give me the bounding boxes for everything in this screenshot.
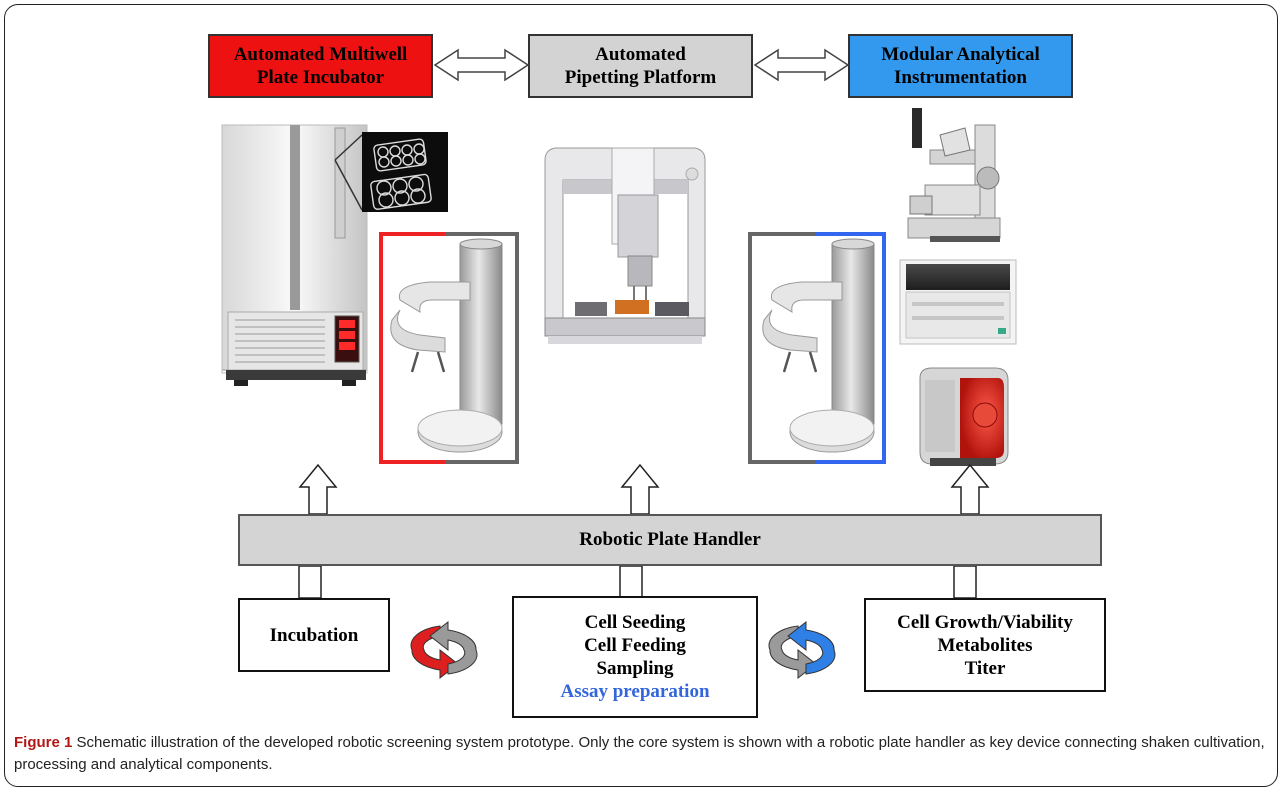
processing-line2: Cell Feeding — [584, 635, 686, 656]
incubator-box: Automated Multiwell Plate Incubator — [208, 34, 433, 98]
analytics-line2: Metabolites — [937, 634, 1033, 656]
incubation-label: Incubation — [269, 624, 359, 646]
pipetting-box: Automated Pipetting Platform — [528, 34, 753, 98]
plate-reader-icon — [899, 259, 1017, 345]
connector-incubation — [298, 565, 322, 599]
connector-processing — [619, 565, 643, 599]
up-arrow-pipetting — [620, 463, 660, 515]
pipetting-box-line1: Automated — [595, 44, 686, 65]
pipetting-box-line2: Pipetting Platform — [564, 67, 717, 88]
double-arrow-left — [433, 48, 530, 82]
microscope-icon — [907, 108, 1001, 242]
processing-line3: Sampling — [596, 658, 674, 679]
incubation-box: Incubation — [238, 598, 390, 672]
analyzer-icon — [919, 367, 1009, 466]
figure-caption: Figure 1 Schematic illustration of the d… — [14, 732, 1272, 776]
analytical-box-line2: Instrumentation — [893, 67, 1027, 88]
processing-line1: Cell Seeding — [584, 612, 686, 633]
double-arrow-right — [753, 48, 850, 82]
analytics-box: Cell Growth/Viability Metabolites Titer — [864, 598, 1106, 692]
analytical-box-line1: Modular Analytical — [881, 44, 1040, 65]
right-arm-frame — [748, 232, 886, 464]
left-arm-frame — [379, 232, 519, 464]
processing-box: Cell Seeding Cell Feeding Sampling Assay… — [512, 596, 758, 718]
robot-arm-icon — [762, 238, 875, 453]
connector-analytics — [953, 565, 977, 599]
incubator-box-line1: Automated Multiwell — [233, 44, 408, 65]
analytical-box: Modular Analytical Instrumentation — [848, 34, 1073, 98]
analytics-line3: Titer — [964, 657, 1006, 679]
cycle-arrows-right — [768, 620, 836, 680]
pipetting-robot-icon — [544, 147, 706, 344]
handler-label: Robotic Plate Handler — [579, 529, 761, 550]
multiwell-plate-icon — [362, 132, 448, 212]
robot-arm-icon — [390, 238, 503, 453]
processing-highlight: Assay preparation — [560, 681, 710, 702]
up-arrow-analytics — [950, 463, 990, 515]
up-arrow-incubator — [298, 463, 338, 515]
analytics-line1: Cell Growth/Viability — [897, 611, 1073, 633]
caption-label: Figure 1 — [14, 734, 73, 751]
caption-text: Schematic illustration of the developed … — [14, 734, 1265, 773]
figure-frame — [4, 4, 1278, 787]
robotic-plate-handler: Robotic Plate Handler — [238, 514, 1102, 566]
incubator-box-line2: Plate Incubator — [256, 67, 385, 88]
cycle-arrows-left — [410, 620, 478, 680]
incubator-icon — [221, 124, 368, 386]
